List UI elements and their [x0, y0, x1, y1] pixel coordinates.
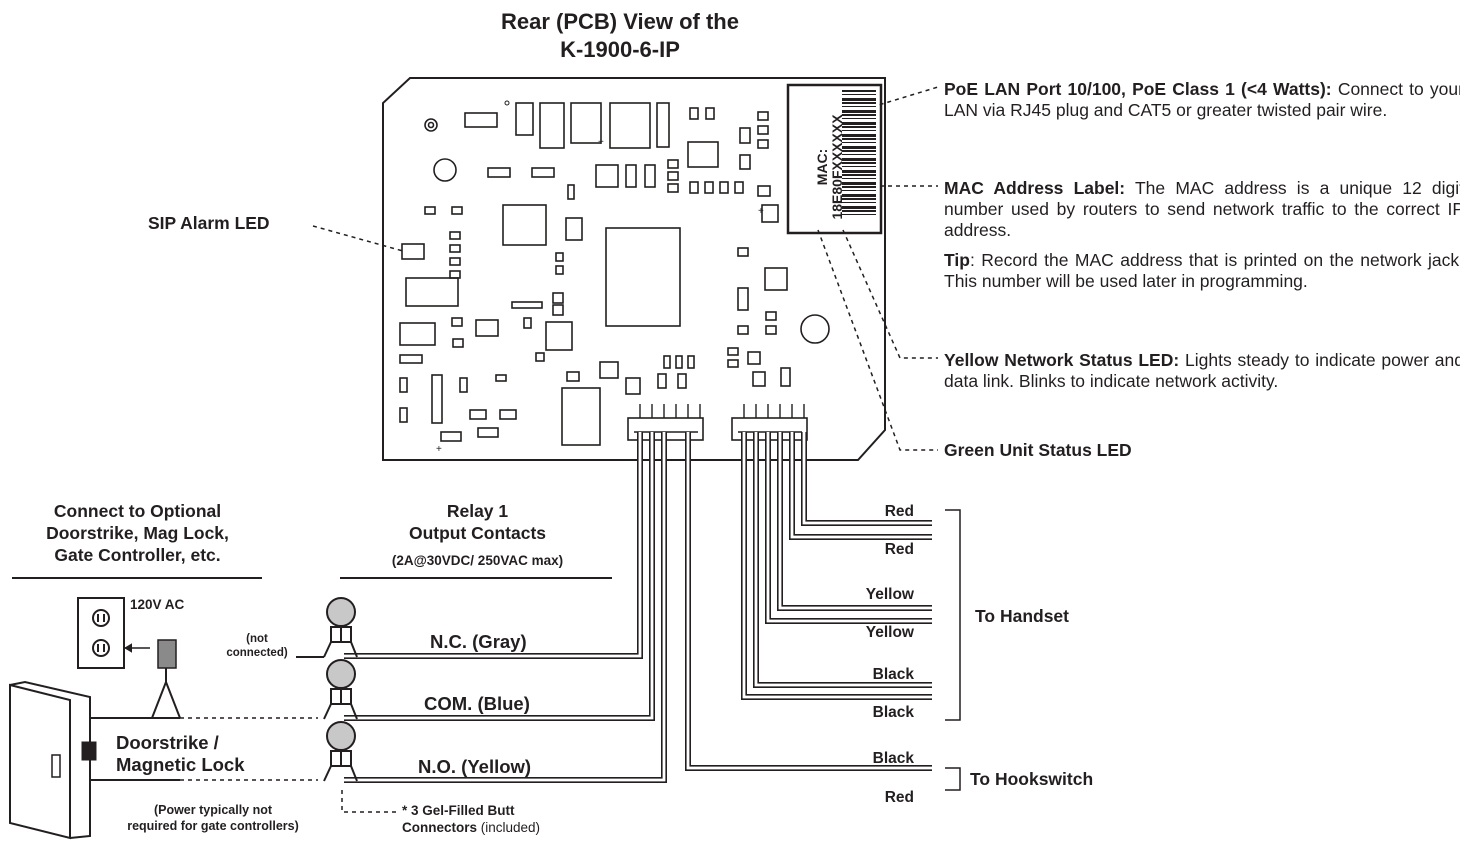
wire-label-black-2: Black — [872, 704, 914, 721]
mac-label-jack — [786, 83, 883, 235]
handset-bracket — [945, 509, 961, 721]
svg-text:+: + — [436, 444, 442, 455]
power-note: (Power typically not required for gate c… — [127, 803, 299, 833]
butt-connectors-note: * 3 Gel-Filled Butt Connectors (included… — [402, 803, 541, 835]
svg-text:+: + — [758, 206, 764, 217]
pcb-board — [382, 77, 886, 461]
relay-heading: Relay 1 Output Contacts — [408, 501, 547, 543]
wire-label-red-2: Red — [884, 541, 914, 558]
poe-heading: PoE LAN Port 10/100, PoE Class 1 (<4 Wat… — [944, 79, 1332, 99]
to-hookswitch-label: To Hookswitch — [970, 769, 1094, 789]
not-connected-label: (not connected) — [226, 633, 288, 659]
green-led-callout: Green Unit Status LED — [944, 440, 1132, 460]
relay-rating: (2A@30VDC/ 250VAC max) — [391, 553, 564, 568]
mac-address-callout: MAC Address Label: The MAC address is a … — [944, 178, 1460, 241]
wire-label-black-1: Black — [872, 666, 914, 683]
poe-port-callout: PoE LAN Port 10/100, PoE Class 1 (<4 Wat… — [944, 79, 1460, 121]
title-line1: Rear (PCB) View of the — [501, 9, 739, 34]
svg-text:+: + — [598, 137, 604, 148]
wire-label-yellow-2: Yellow — [865, 624, 914, 641]
poe-body: Connect to your LAN via RJ45 plug and CA… — [944, 79, 1460, 120]
wire-label-red-1: Red — [884, 503, 914, 520]
tip-heading: Tip — [944, 250, 970, 270]
mac-heading: MAC Address Label: — [944, 178, 1126, 198]
outlet-label: 120V AC — [130, 597, 185, 612]
to-handset-label: To Handset — [975, 606, 1069, 626]
tip-callout: Tip: Record the MAC address that is prin… — [944, 250, 1460, 292]
wire-label-red-3: Red — [884, 789, 914, 806]
power-adapter — [157, 639, 177, 669]
tip-body: : Record the MAC address that is printed… — [944, 250, 1460, 291]
wire-label-black-3: Black — [872, 750, 914, 767]
diagram-title: Rear (PCB) View of the K-1900-6-IP — [460, 8, 780, 64]
mac-label-text: MAC: 18E80FXXXXXX — [814, 114, 845, 220]
butt-connector-nc — [323, 597, 358, 658]
optional-devices-heading: Connect to Optional Doorstrike, Mag Lock… — [46, 501, 229, 565]
yellow-led-body: Lights steady to indicate power and data… — [944, 350, 1460, 391]
sip-alarm-led-label: SIP Alarm LED — [148, 213, 270, 233]
yellow-led-heading: Yellow Network Status LED: — [944, 350, 1180, 370]
wire-label-yellow-1: Yellow — [865, 586, 914, 603]
door-icon — [9, 683, 71, 840]
butt-connector-no — [323, 721, 358, 782]
mac-body: The MAC address is a unique 12 digit num… — [944, 178, 1460, 240]
doorstrike-label: Doorstrike / Magnetic Lock — [116, 732, 245, 775]
nc-wire-label: N.C. (Gray) — [430, 631, 527, 652]
hookswitch-bracket — [945, 767, 961, 791]
butt-connector-com — [323, 659, 358, 720]
yellow-led-callout: Yellow Network Status LED: Lights steady… — [944, 350, 1460, 392]
title-line2: K-1900-6-IP — [560, 37, 680, 62]
com-wire-label: COM. (Blue) — [424, 693, 530, 714]
barcode — [842, 90, 876, 215]
no-wire-label: N.O. (Yellow) — [418, 756, 532, 777]
wall-outlet — [77, 597, 125, 669]
